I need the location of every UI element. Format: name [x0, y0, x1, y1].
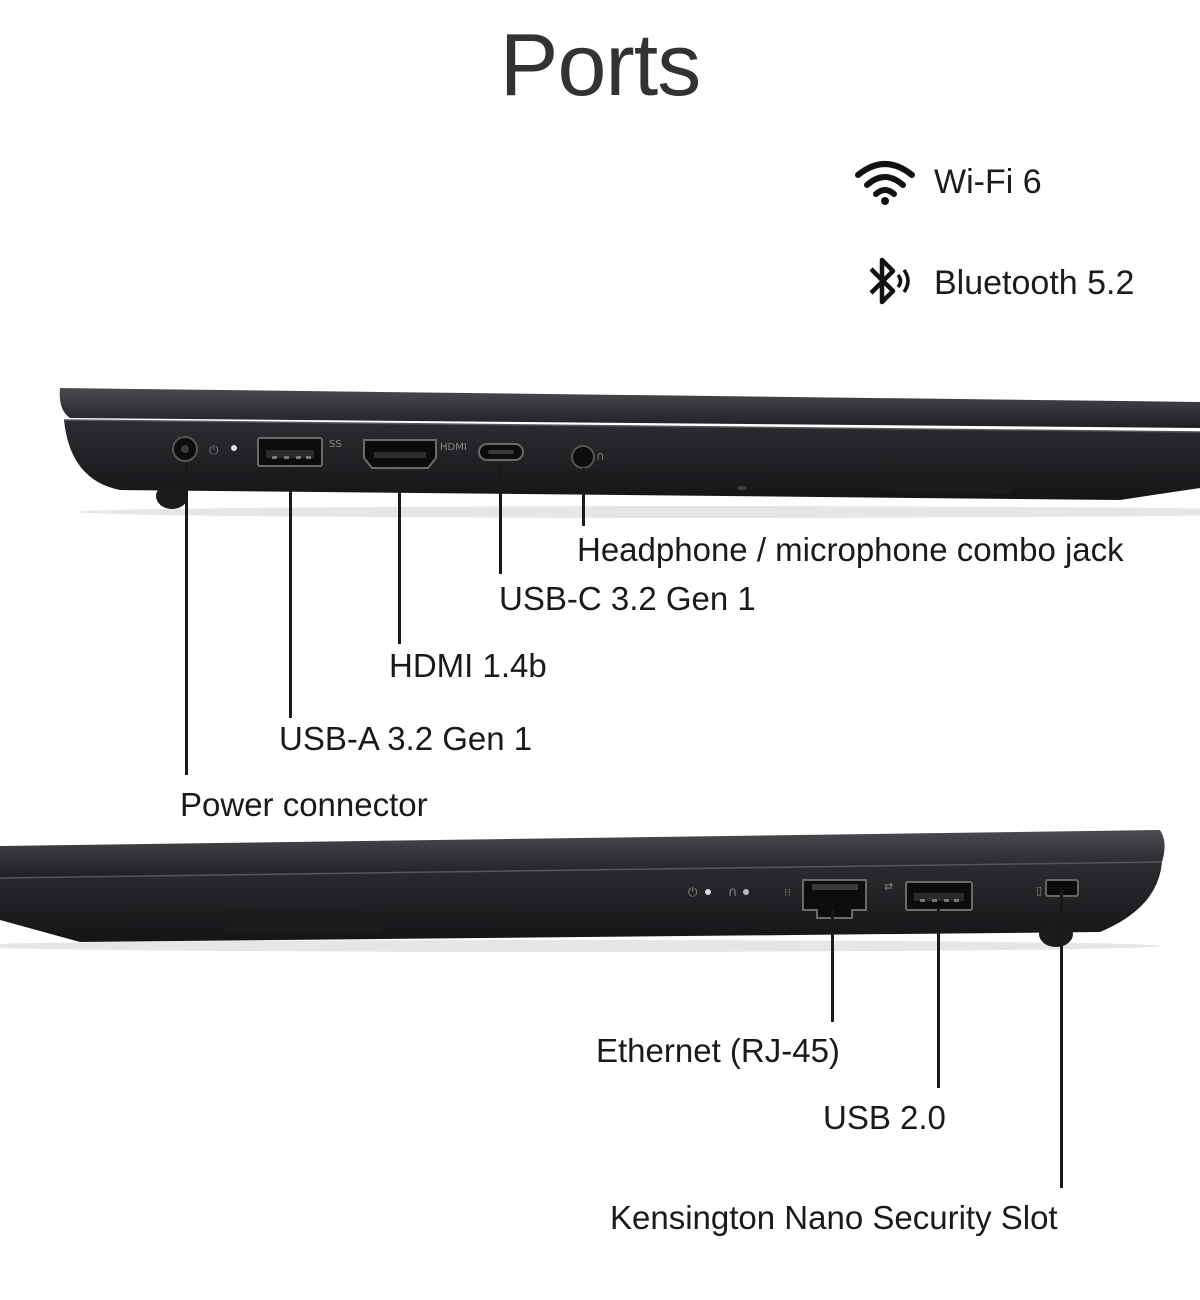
usb-marking-icon: ⇄ — [884, 880, 893, 893]
usba-label: USB-A 3.2 Gen 1 — [279, 720, 533, 757]
ethernet-leader — [831, 910, 834, 1022]
hdmi-port — [363, 439, 437, 469]
power-label: Power connector — [180, 786, 428, 823]
audio-label: Headphone / microphone combo jack — [577, 531, 1124, 568]
power-status-icon: ⏻ — [688, 885, 698, 899]
audio-jack — [571, 445, 595, 469]
power-leader — [185, 462, 188, 775]
power-status-led — [705, 889, 711, 895]
usba-port — [257, 437, 323, 467]
lock-leader — [1060, 890, 1063, 1188]
usb2-port — [905, 881, 973, 911]
audio-leader — [582, 468, 585, 526]
usbc-label: USB-C 3.2 Gen 1 — [499, 580, 756, 617]
wifi-icon — [850, 152, 920, 212]
headphone-icon: ∩ — [596, 449, 605, 463]
hdmi-leader — [398, 470, 401, 644]
hdmi-label: HDMI 1.4b — [389, 647, 547, 684]
ethernet-port — [802, 879, 867, 919]
wifi-row: Wi-Fi 6 — [850, 152, 1042, 212]
power-led — [231, 445, 237, 451]
wifi-label: Wi-Fi 6 — [934, 162, 1042, 201]
laptop-left-side: ⏻ SS HDMI ∩ — [59, 388, 1200, 518]
laptop-right-side: ⏻ ∩ ⁝⁝ ⇄ ▯ — [0, 830, 1165, 952]
power-icon: ⏻ — [209, 443, 219, 457]
usbc-port — [478, 443, 524, 461]
usb-ss-marking: SS — [329, 439, 342, 450]
hdmi-marking: HDMI — [440, 442, 467, 453]
usb2-leader — [937, 908, 940, 1088]
bluetooth-row: Bluetooth 5.2 — [850, 253, 1134, 313]
ethernet-label: Ethernet (RJ-45) — [596, 1032, 840, 1069]
bluetooth-label: Bluetooth 5.2 — [934, 263, 1135, 302]
charge-icon: ∩ — [728, 885, 738, 900]
usb2-label: USB 2.0 — [823, 1099, 946, 1136]
lock-label: Kensington Nano Security Slot — [610, 1199, 1058, 1236]
charge-led — [743, 889, 749, 895]
usbc-leader — [499, 462, 502, 574]
page-title: Ports — [499, 15, 701, 114]
lock-marking-icon: ▯ — [1036, 884, 1042, 897]
power-port — [172, 436, 198, 462]
network-marking-icon: ⁝⁝ — [784, 886, 791, 899]
bluetooth-icon — [850, 253, 920, 313]
usba-leader — [289, 470, 292, 718]
